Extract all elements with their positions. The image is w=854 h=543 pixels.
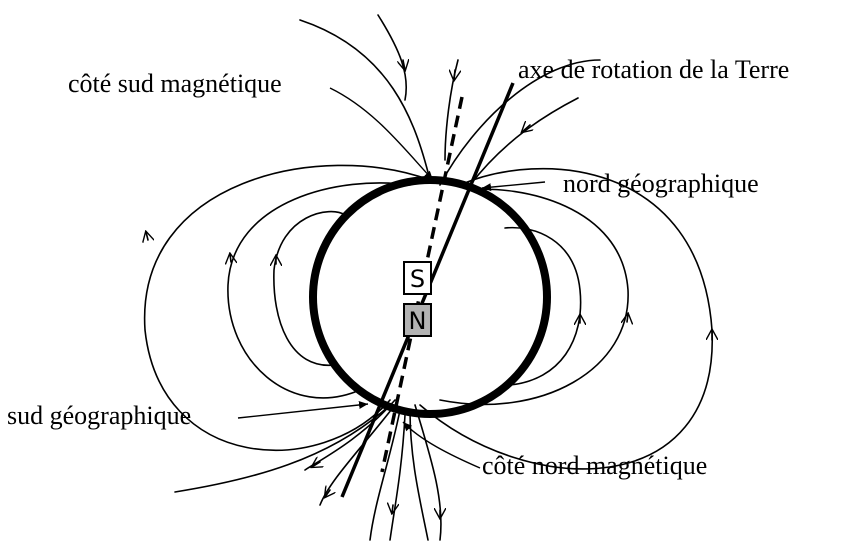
- field-arrow: [230, 254, 231, 262]
- field-line: [420, 169, 712, 469]
- earth-circle: [313, 180, 547, 414]
- magnet-north-letter: N: [409, 307, 427, 335]
- field-arrow: [146, 232, 148, 240]
- field-line: [390, 415, 405, 540]
- field-line: [470, 98, 578, 185]
- field-arrow: [627, 314, 628, 322]
- bar-magnet: S N: [404, 262, 431, 336]
- leader-nord-geo: [482, 182, 545, 188]
- label-cote-nord-magnetique: côté nord magnétique: [482, 451, 707, 480]
- field-line: [440, 189, 628, 404]
- label-nord-geographique: nord géographique: [563, 169, 759, 198]
- leader-sud-geo: [238, 404, 368, 418]
- label-sud-geographique: sud géographique: [7, 401, 191, 430]
- leader-cote-nord: [403, 422, 480, 468]
- field-line: [415, 405, 441, 540]
- magnet-south-letter: S: [410, 265, 425, 293]
- label-axe-rotation: axe de rotation de la Terre: [518, 55, 789, 84]
- field-line: [175, 405, 390, 492]
- field-arrow: [392, 505, 393, 513]
- field-line: [228, 183, 410, 398]
- label-cote-sud-magnetique: côté sud magnétique: [68, 69, 282, 98]
- field-line: [410, 410, 428, 540]
- field-arrow: [454, 70, 455, 80]
